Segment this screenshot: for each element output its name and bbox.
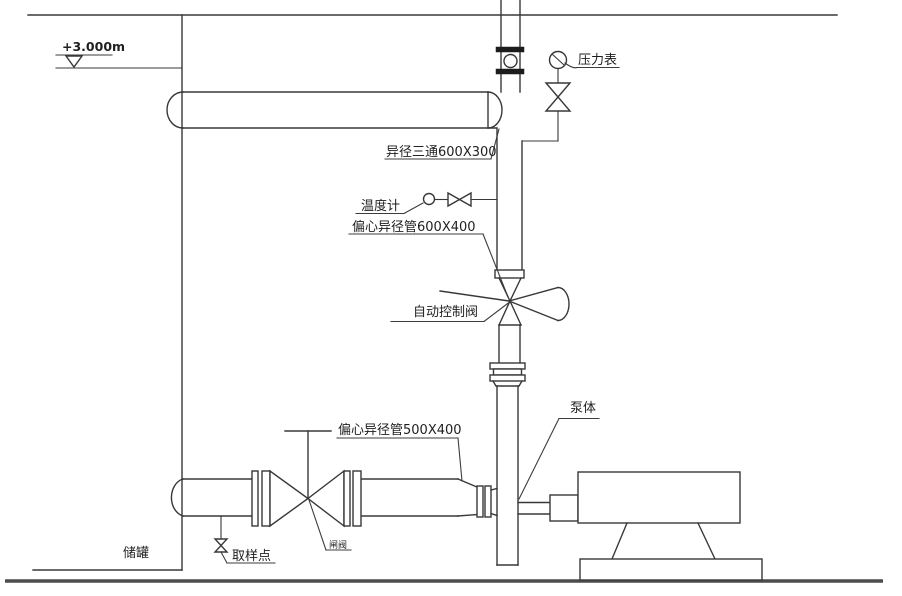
gate-valve-left-wedge [269, 469, 310, 528]
gauge-needle [551, 53, 565, 66]
auto-control-valve: 自动控制阀 [390, 277, 570, 326]
pipe-left-cap [170, 478, 184, 517]
elevation-label: +3.000m [62, 39, 125, 54]
gate-valve-label: 闸阀 [329, 540, 347, 551]
sampling-point-assembly: 取样点 [213, 515, 276, 564]
reducer-outlet-bottom [490, 512, 498, 517]
coupling-box [549, 494, 579, 522]
pump-body-callout: 泵体 [518, 401, 600, 500]
union-band-1 [489, 362, 526, 370]
gate-valve-right-wedge [306, 469, 345, 528]
actuator-horn-bottom [508, 300, 559, 322]
reducing-tee-callout: 异径三通600X300 [384, 128, 500, 160]
thermo-valve-left [447, 191, 461, 208]
flange-bar-3 [343, 470, 351, 527]
gauge-label-tail [564, 62, 578, 69]
base-plate [579, 558, 763, 581]
support-left-slant [611, 522, 628, 560]
sampling-leader [220, 551, 228, 564]
eccentric-reducer-600x400: 偏心异径管600X400 [348, 220, 525, 298]
gauge-valve-lower [544, 95, 572, 112]
union-band-3 [489, 374, 526, 382]
eccentric-reducer-500x400: 偏心异径管500X400 [336, 423, 498, 518]
pump-body-label: 泵体 [570, 401, 596, 416]
thermometer-leader [403, 202, 424, 215]
pump-column [496, 385, 519, 566]
gauge-valve-upper [544, 82, 572, 99]
support-right-slant [697, 522, 716, 560]
actuator-horn-cap [557, 286, 570, 322]
union-collar [492, 380, 523, 387]
pipe-left-cap [166, 91, 184, 129]
reducer600-band [494, 269, 525, 279]
reducer-outlet-top [490, 487, 498, 491]
flange-band-lower [495, 68, 525, 75]
thermo-valve-right [458, 191, 472, 208]
sampling-valve-upper [213, 538, 229, 547]
level-triangle-icon [64, 55, 84, 69]
sampling-point-label: 取样点 [232, 549, 271, 564]
flange-bar-2 [261, 470, 271, 527]
flange-bar-1 [251, 470, 259, 527]
gate-valve-leader [308, 499, 327, 551]
eccentric-reducer-500x400-label: 偏心异径管500X400 [338, 423, 462, 438]
sight-glass-icon [503, 53, 518, 69]
valve-left-wing-line [439, 290, 510, 302]
reducing-tee-label: 异径三通600X300 [386, 145, 497, 160]
thermometer-label: 温度计 [361, 198, 400, 214]
thermometer-bulb-icon [422, 192, 436, 206]
actuator-horn-top [508, 286, 559, 302]
riser-pipe-600 [496, 127, 523, 271]
reducer500-top-slant [457, 478, 479, 489]
pressure-gauge-label: 压力表 [578, 53, 617, 68]
bottom-suction-pipe-500 [170, 478, 459, 517]
auto-control-valve-label: 自动控制阀 [413, 305, 478, 320]
pressure-gauge-assembly: 压力表 [521, 50, 620, 142]
reducer500-leader [457, 437, 463, 482]
motor-assembly [517, 471, 763, 581]
flange-bar-4 [352, 470, 362, 527]
pipe-right-cap [487, 91, 503, 129]
tee-label-leader [490, 128, 500, 160]
reducer-flange-bar-1 [476, 485, 484, 518]
reducer-flange-bar-2 [484, 485, 492, 518]
pump-body-leader [518, 417, 560, 500]
thermometer-assembly: 温度计 [355, 191, 498, 215]
union-coupling [489, 324, 526, 387]
flange-band-upper [495, 46, 525, 53]
eccentric-reducer-600x400-label: 偏心异径管600X400 [352, 220, 476, 235]
control-valve-leader [483, 301, 510, 323]
union-band-2 [492, 368, 523, 376]
gate-valve: 闸阀 [251, 430, 362, 551]
motor-box [577, 471, 741, 524]
storage-tank-label: 储罐 [123, 546, 149, 561]
sampling-valve-lower [213, 544, 229, 553]
top-suction-pipe-600 [166, 91, 503, 129]
reducer500-bottom-edge [457, 513, 479, 517]
structure-lines [5, 14, 883, 583]
level-marker: +3.000m [55, 39, 183, 69]
riser-pipe-300 [495, 0, 525, 93]
